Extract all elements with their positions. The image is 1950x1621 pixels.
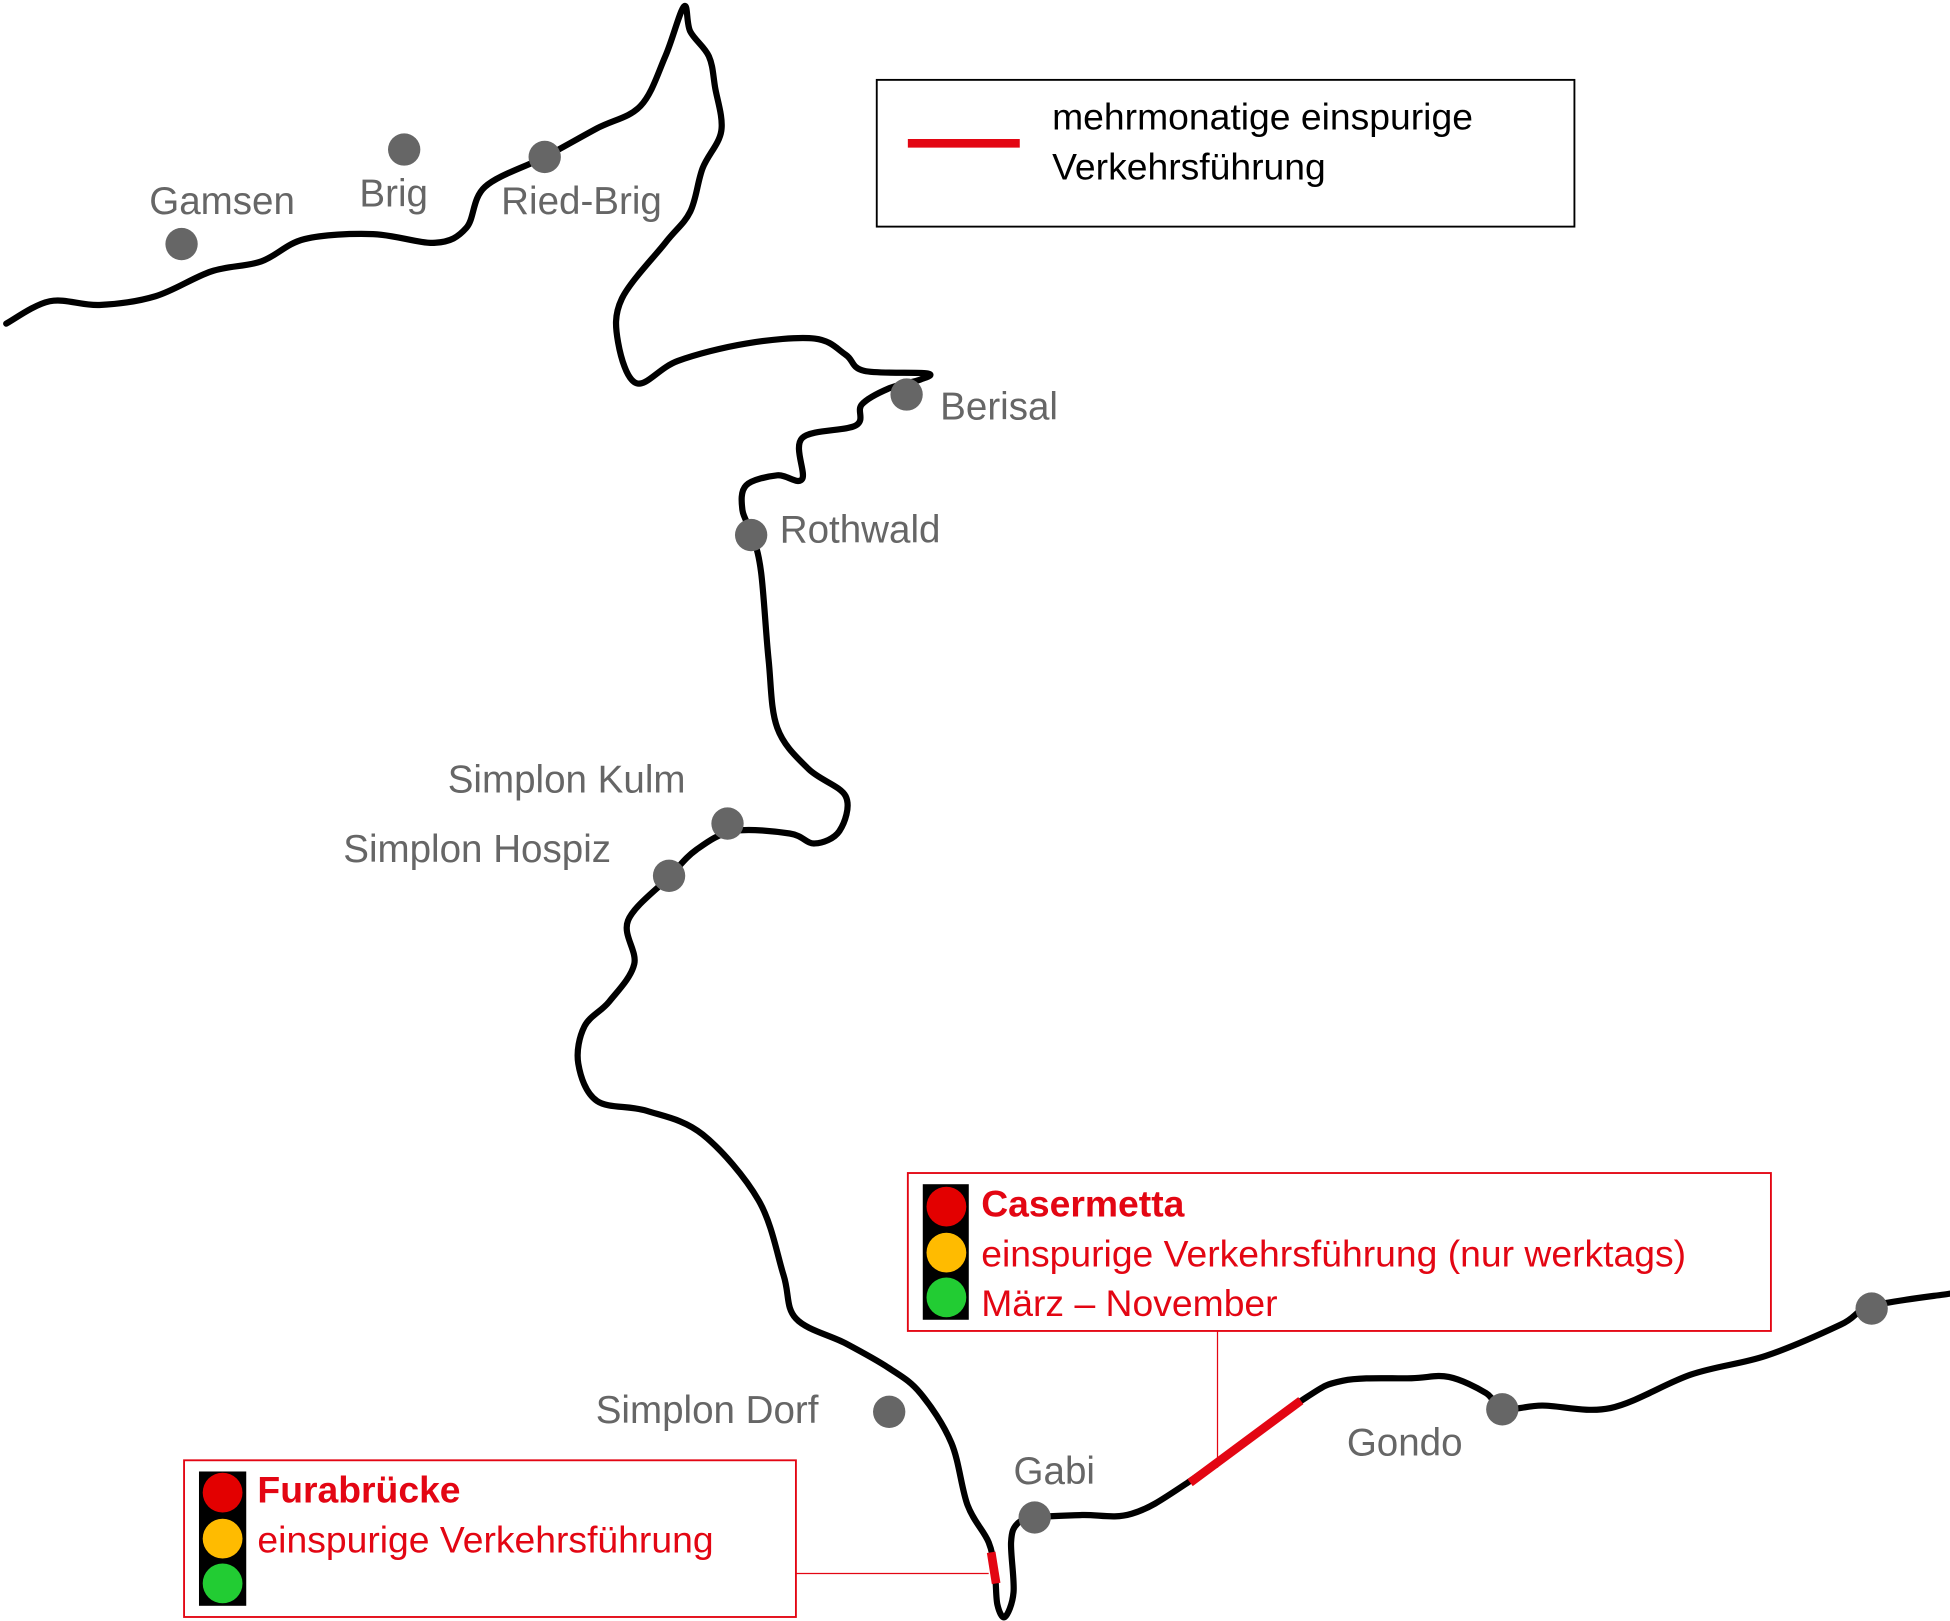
label-gabi: Gabi [1014, 1450, 1095, 1493]
place-dot-simplon-dorf [873, 1395, 906, 1428]
furabruecke-line1: einspurige Verkehrsführung [257, 1518, 713, 1560]
traffic-light-icon [198, 1471, 247, 1606]
casermetta-line1: einspurige Verkehrsführung (nur werktags… [981, 1232, 1686, 1274]
place-dot-berisal [890, 378, 923, 411]
callout-furabruecke: Furabrücke einspurige Verkehrsführung [183, 1459, 989, 1618]
casermetta-title: Casermetta [981, 1183, 1184, 1225]
label-rothwald: Rothwald [780, 508, 941, 551]
label-simplon-hospiz: Simplon Hospiz [343, 828, 611, 871]
place-dot-brig [388, 133, 421, 166]
place-dot-ried-brig [528, 140, 561, 174]
place-dot-border [1855, 1292, 1888, 1325]
label-gamsen: Gamsen [149, 180, 295, 223]
place-dot-simplon-hospiz [652, 859, 686, 892]
label-simplon-kulm: Simplon Kulm [448, 758, 686, 801]
simplon-road [3, 2, 1950, 1621]
place-dot-gamsen [165, 227, 198, 261]
label-ried-brig: Ried-Brig [501, 180, 662, 223]
furabruecke-title: Furabrücke [257, 1469, 460, 1511]
place-dot-rothwald [734, 518, 768, 552]
place-dot-simplon-kulm [711, 807, 744, 840]
callout-casermetta: Casermetta einspurige Verkehrsführung (n… [906, 1172, 1772, 1468]
label-brig: Brig [359, 173, 428, 216]
label-simplon-dorf: Simplon Dorf [596, 1389, 819, 1432]
place-dot-gondo [1486, 1393, 1519, 1426]
traffic-light-icon [922, 1184, 969, 1320]
place-dot-gabi [1018, 1501, 1051, 1534]
legend: mehrmonatige einspurige Verkehrsführung [875, 78, 1576, 228]
closure-segment-furabruecke [986, 1551, 1001, 1585]
label-gondo: Gondo [1347, 1421, 1463, 1464]
closure-segment-casermetta [1187, 1397, 1304, 1487]
legend-text-1: mehrmonatige einspurige [1052, 96, 1473, 138]
legend-text-2: Verkehrsführung [1052, 145, 1326, 187]
casermetta-line2: März – November [981, 1282, 1277, 1324]
label-berisal: Berisal [940, 385, 1058, 428]
